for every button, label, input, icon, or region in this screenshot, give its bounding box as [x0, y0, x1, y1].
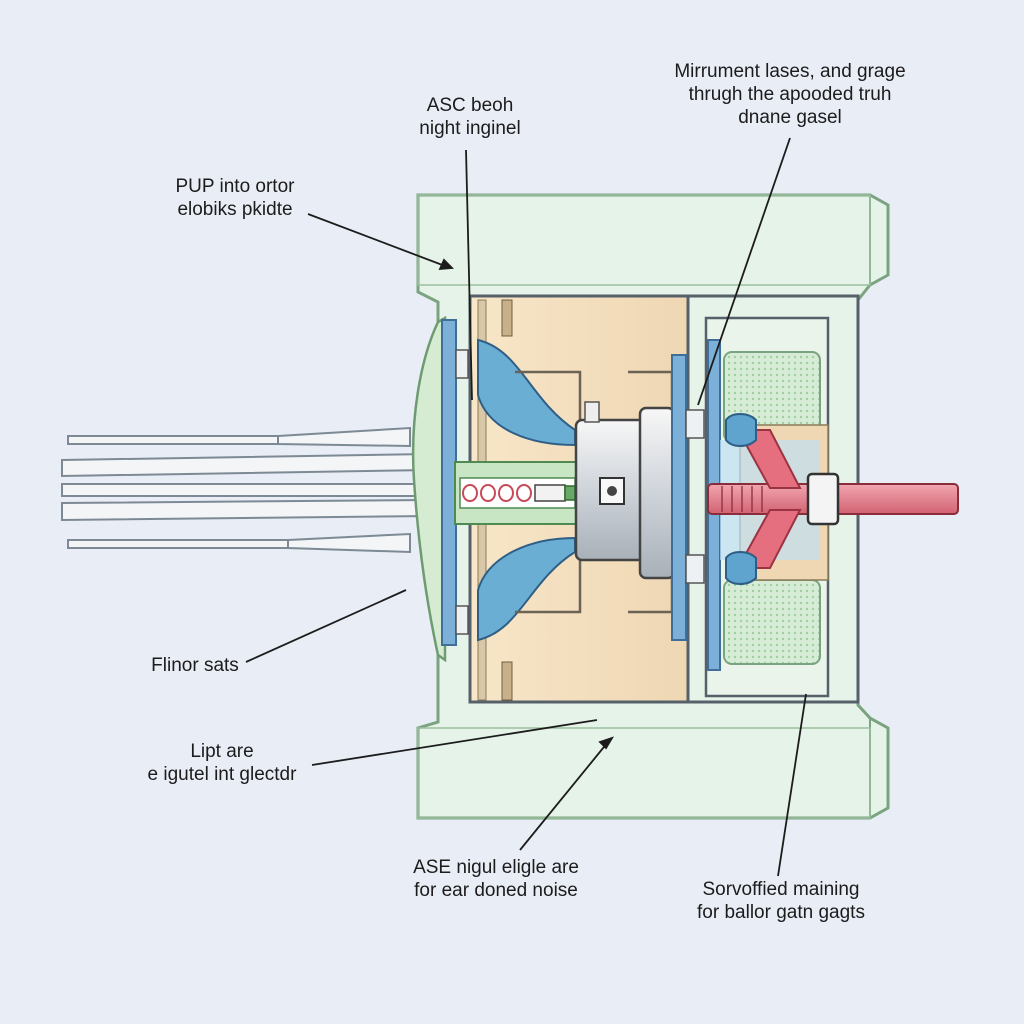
label-line: dnane gasel — [738, 107, 842, 128]
label-left-mid: Flinor sats — [140, 654, 250, 677]
label-line: ASC beoh — [426, 95, 514, 116]
label-top-center: ASC beoh night inginel — [400, 94, 540, 140]
label-line: elobiks pkidte — [177, 199, 293, 220]
label-line: e igutel int glectdr — [147, 764, 297, 785]
label-left-upper: PUP into ortor elobiks pkidte — [150, 175, 320, 221]
drive-shaft — [707, 413, 959, 585]
inlet-shafts — [61, 426, 435, 554]
label-line: for ear doned noise — [414, 880, 578, 901]
label-left-lower: Lipt are e igutel int glectdr — [130, 740, 314, 786]
impeller-blades — [477, 338, 674, 642]
label-line: Flinor sats — [151, 655, 239, 676]
label-line: thrugh the ароoded truh — [688, 84, 892, 105]
label-line: ASE nigul eligle are — [413, 857, 579, 878]
label-line: for ballor gatn gagts — [697, 902, 865, 923]
central-shaft — [454, 461, 581, 525]
inlet-collar — [411, 315, 469, 663]
label-bottom-center: ASE nigul eligle are for ear doned noise — [396, 856, 596, 902]
label-line: Sorvoffied maining — [702, 879, 860, 900]
label-bottom-right: Sorvoffied maining for ballor gatn gagts — [676, 878, 886, 924]
label-line: night inginel — [419, 118, 521, 139]
hub-assembly — [574, 354, 705, 641]
leader-lines — [245, 137, 807, 877]
label-line: Lipt are — [190, 741, 254, 762]
label-top-right: Mirrument lases, and grage thrugh the ар… — [640, 60, 940, 129]
label-line: Mirrument lases, and grage — [674, 61, 906, 82]
label-line: PUP into ortor — [175, 176, 295, 197]
